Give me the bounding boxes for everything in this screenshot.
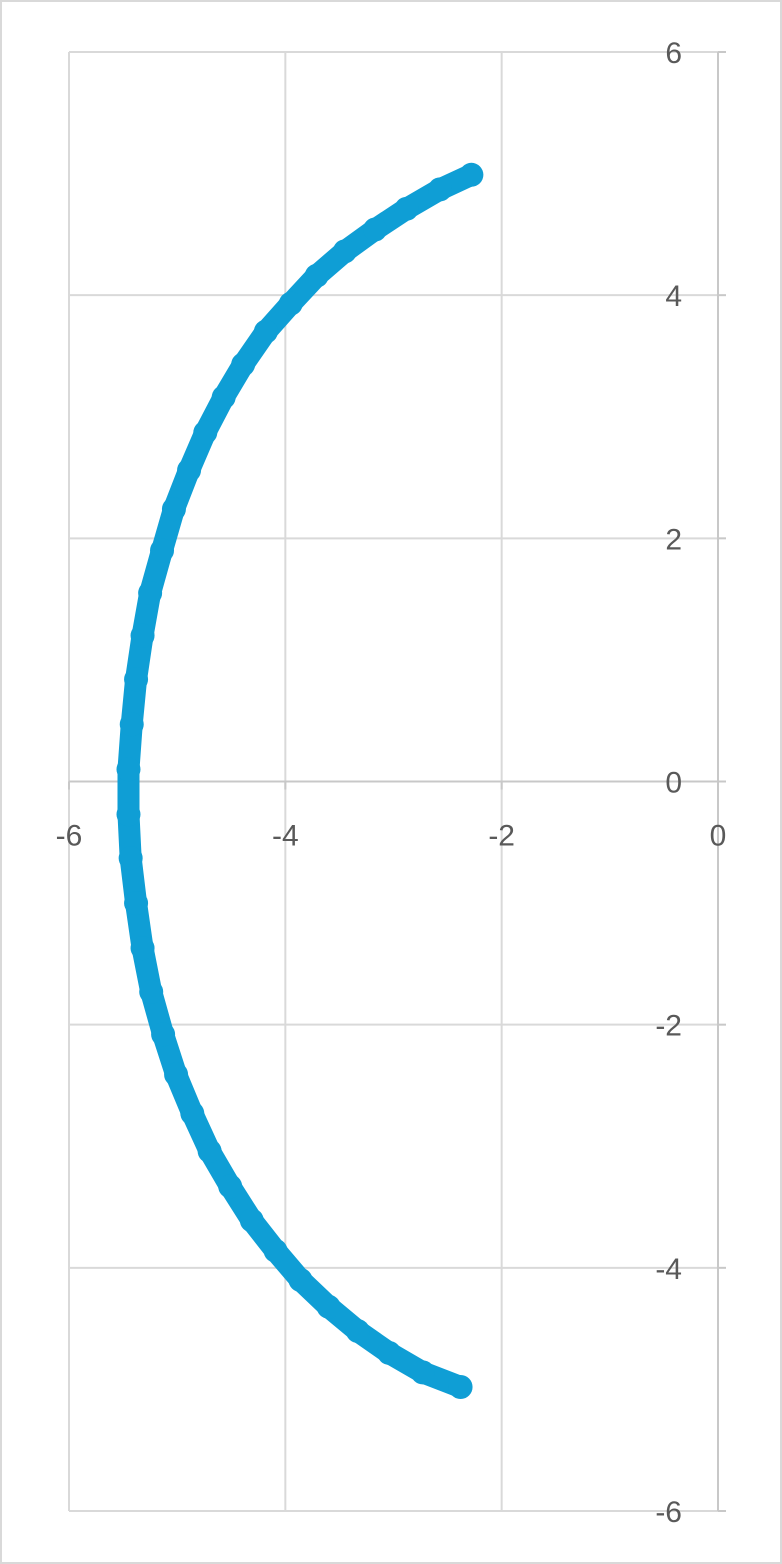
data-point xyxy=(377,1340,402,1365)
data-point xyxy=(363,217,388,242)
y-tick-label: 2 xyxy=(665,523,682,556)
data-point xyxy=(116,802,141,827)
y-tick-label: -2 xyxy=(655,1010,682,1043)
data-point xyxy=(278,291,303,316)
data-point xyxy=(428,177,453,202)
data-point xyxy=(119,712,144,737)
x-tick-label: -4 xyxy=(272,820,299,853)
data-point xyxy=(124,891,149,916)
data-point xyxy=(116,757,141,782)
y-tick-label: 0 xyxy=(665,767,682,800)
x-tick-label: -2 xyxy=(488,820,515,853)
data-point xyxy=(197,1139,222,1164)
data-point xyxy=(138,581,163,606)
data-point xyxy=(239,1208,264,1233)
data-point xyxy=(130,936,155,961)
data-point xyxy=(263,1238,288,1263)
y-tick-label: 6 xyxy=(665,37,682,70)
axes xyxy=(68,51,726,1512)
data-point xyxy=(288,1267,313,1292)
data-point xyxy=(118,846,143,871)
data-point xyxy=(193,420,218,445)
y-tick-label: -4 xyxy=(655,1253,682,1286)
data-point xyxy=(410,1360,435,1385)
data-point xyxy=(316,1294,341,1319)
y-tick-label: -6 xyxy=(655,1496,682,1529)
x-tick-label: 0 xyxy=(710,820,727,853)
data-point xyxy=(130,623,155,648)
data-point xyxy=(448,1374,473,1399)
x-tick-label: -6 xyxy=(56,820,83,853)
data-point xyxy=(459,162,484,187)
data-point xyxy=(164,1062,189,1087)
data-point xyxy=(332,239,357,264)
data-point xyxy=(161,497,186,522)
data-point xyxy=(139,979,164,1004)
data-point xyxy=(231,352,256,377)
data-point xyxy=(345,1319,370,1344)
y-tick-label: 4 xyxy=(665,280,682,313)
data-point xyxy=(211,385,236,410)
data-point xyxy=(253,319,278,344)
data-point xyxy=(124,667,149,692)
series-points xyxy=(116,162,484,1399)
tick-labels: -6 -4 -2 0 6 4 2 0 -2 -4 -6 xyxy=(56,37,727,1529)
data-point xyxy=(151,1022,176,1047)
data-point xyxy=(177,458,202,483)
data-point xyxy=(218,1174,243,1199)
data-point xyxy=(394,196,419,221)
data-point xyxy=(150,538,175,563)
data-point xyxy=(304,263,329,288)
data-point xyxy=(180,1101,205,1126)
